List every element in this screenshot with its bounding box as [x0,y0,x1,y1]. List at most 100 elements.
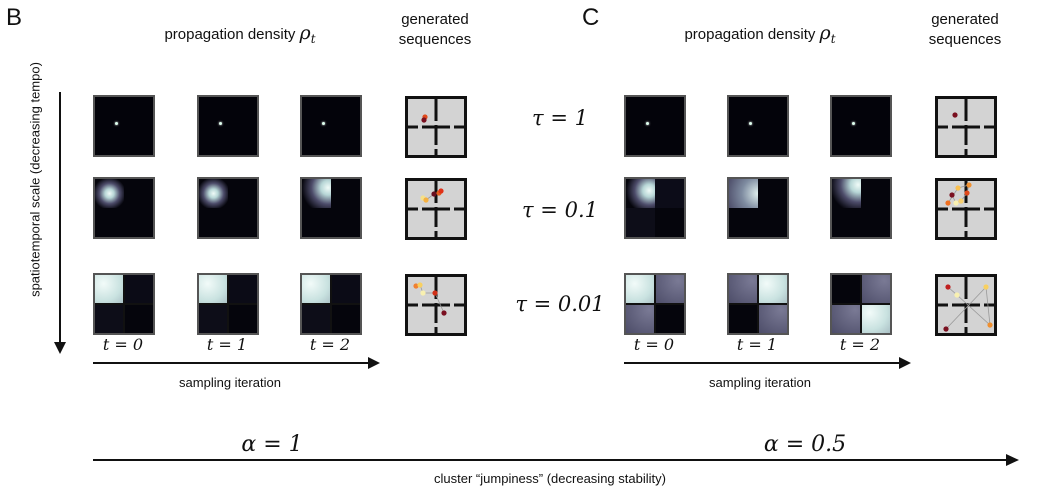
density-map [197,95,259,157]
room-density [729,304,758,333]
sequence-point [966,182,972,188]
sequence-point [441,310,447,316]
room-density [331,179,360,208]
tau-label-2: τ = 0.1 [522,198,598,222]
room-density [228,304,257,333]
sequence-point [423,197,429,203]
room-density [626,208,655,237]
room-density [124,179,153,208]
room-density [331,275,360,304]
sequence-point [945,284,951,290]
room-density [655,208,684,237]
y-arrowhead-icon [54,342,66,354]
room-density [228,208,257,237]
density-map [727,177,789,239]
alpha-label-b: α = 1 [241,432,303,457]
sequence-point [987,322,993,328]
density-map [830,177,892,239]
room-density [861,304,890,333]
arrowhead-icon [899,357,911,369]
generated-sequence-maze [935,274,997,336]
time-label: t = 1 [736,335,778,354]
sequence-point [413,283,419,289]
sequence-point [421,117,427,123]
room-density [832,208,861,237]
room-density [861,275,890,304]
density-map [300,95,362,157]
room-density [95,304,124,333]
room-density [331,208,360,237]
generated-sequence-maze [405,178,467,240]
sequence-point [955,185,961,191]
sequence-point [432,290,438,296]
room-density [199,179,228,208]
density-map [830,273,892,335]
tau-label-1: τ = 1 [532,106,588,130]
room-density [95,275,124,304]
sampling-arrow-c [624,362,900,364]
density-header-c: propagation density ρt [660,22,860,46]
density-map [300,273,362,335]
sequence-point [983,284,989,290]
room-density [758,304,787,333]
arrowhead-icon [1006,454,1019,466]
room-density [124,275,153,304]
room-density [95,179,124,208]
sequence-point [958,198,964,204]
wall [757,275,759,333]
generated-header-b: generated sequences [398,11,472,48]
density-map [624,177,686,239]
density-peak [219,122,222,125]
room-density [861,208,890,237]
time-label: t = 0 [102,335,144,354]
room-density [331,304,360,333]
y-axis-arrow [59,92,61,344]
room-density [655,275,684,304]
density-map [93,177,155,239]
y-axis-label: spatiotemporal scale (decreasing tempo) [27,62,43,297]
room-density [729,275,758,304]
room-density [228,275,257,304]
jumpiness-label: cluster “jumpiness” (decreasing stabilit… [434,471,666,486]
room-density [832,275,861,304]
room-density [655,179,684,208]
density-peak [852,122,855,125]
room-density [302,275,331,304]
sampling-label-c: sampling iteration [709,375,811,390]
density-map [624,95,686,157]
density-peak [115,122,118,125]
panel-letter-c: C [582,4,600,31]
room-density [124,304,153,333]
generated-sequence-maze [935,178,997,240]
sequence-point [417,282,423,288]
sequence-point [431,191,437,197]
wall [860,275,862,333]
rho-symbol: ρ [299,22,311,44]
sequence-point [953,200,959,206]
wall [227,275,229,333]
room-density [626,275,655,304]
room-density [832,304,861,333]
room-density [302,208,331,237]
room-density [729,208,758,237]
wall [330,275,332,333]
density-header-b: propagation density ρt [140,22,340,46]
room-density [124,208,153,237]
density-map [197,177,259,239]
sampling-arrow-b [93,362,369,364]
density-map [300,177,362,239]
room-density [729,179,758,208]
sampling-label-b: sampling iteration [179,375,281,390]
wall [654,275,656,333]
wall [123,275,125,333]
generated-header-c: generated sequences [928,11,1002,48]
room-density [758,275,787,304]
room-density [199,208,228,237]
density-map [727,273,789,335]
trajectory-line [415,284,445,314]
arrowhead-icon [368,357,380,369]
rho-symbol: ρ [819,22,831,44]
rho-subscript: t [830,32,836,46]
room-density [655,304,684,333]
